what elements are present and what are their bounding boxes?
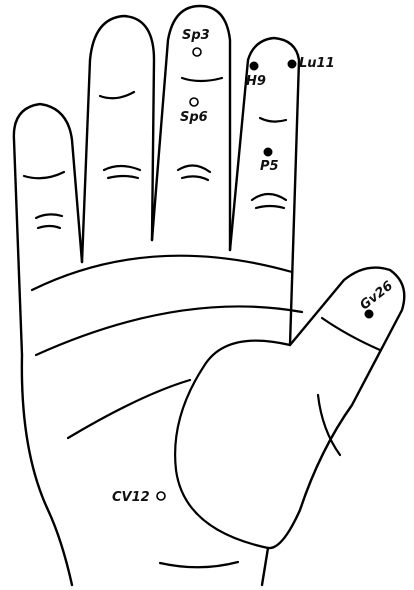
point-lu11-marker bbox=[288, 60, 296, 68]
point-lu11-label: Lu11 bbox=[299, 56, 335, 71]
point-cv12-label: CV12 bbox=[112, 490, 150, 505]
knuckle-crease bbox=[32, 256, 292, 290]
hand-outline bbox=[14, 6, 404, 585]
point-h9-marker bbox=[250, 62, 258, 70]
heart-line bbox=[36, 306, 302, 355]
pinky-joint-fold bbox=[36, 214, 62, 228]
ring-joint-fold bbox=[104, 166, 140, 178]
index-joint-fold bbox=[252, 194, 286, 208]
point-cv12-marker bbox=[157, 492, 165, 500]
point-gv26-label: Gv26 bbox=[357, 279, 396, 314]
palm-left-side bbox=[22, 355, 72, 585]
palm-right-side bbox=[262, 548, 268, 585]
thumb-crease-inner bbox=[318, 395, 340, 455]
thumb-base-arc bbox=[175, 341, 290, 548]
ring-finger-outline bbox=[82, 16, 154, 262]
middle-crease-1 bbox=[182, 78, 222, 81]
point-p5-marker bbox=[264, 148, 272, 156]
point-sp6-label: Sp6 bbox=[180, 110, 208, 125]
pinky-finger-outline bbox=[14, 104, 82, 355]
point-h9-label: H9 bbox=[246, 74, 266, 89]
head-line bbox=[68, 380, 190, 438]
point-sp6-marker bbox=[190, 98, 198, 106]
index-crease bbox=[260, 118, 286, 122]
thumb-knuckle-crease bbox=[322, 318, 380, 350]
point-sp3-marker bbox=[193, 48, 201, 56]
pinky-crease bbox=[24, 172, 64, 178]
point-sp3-label: Sp3 bbox=[182, 28, 210, 43]
ring-crease bbox=[100, 92, 134, 98]
middle-joint-fold bbox=[178, 165, 210, 180]
wrist-line bbox=[160, 562, 238, 567]
point-p5-label: P5 bbox=[260, 159, 279, 174]
